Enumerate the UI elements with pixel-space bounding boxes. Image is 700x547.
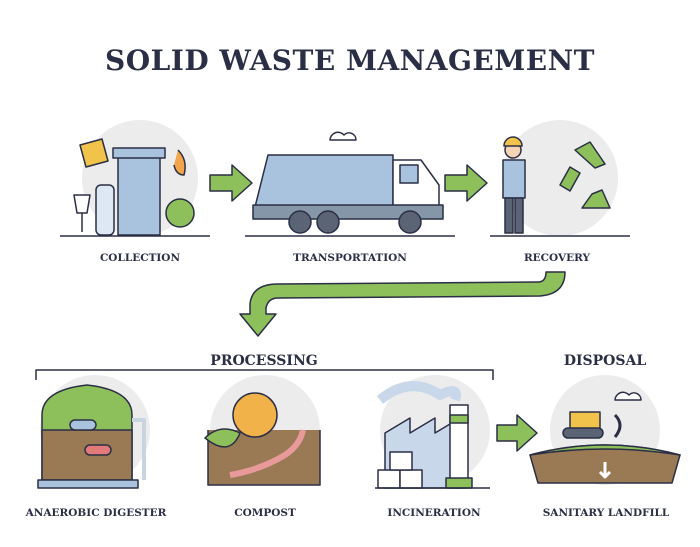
factory-chimney-icon — [375, 381, 490, 489]
digester-tank-icon — [37, 384, 146, 489]
recycle-bin-icon — [60, 138, 210, 237]
flow-arrows — [209, 164, 566, 452]
section-title-disposal: DISPOSAL — [557, 353, 653, 369]
step-label-anaerobic-digester: ANAEROBIC DIGESTER — [25, 507, 167, 519]
step-label-sanitary-landfill: SANITARY LANDFILL — [542, 507, 670, 519]
stage-label-transportation: TRANSPORTATION — [293, 252, 407, 264]
stage-label-collection: COLLECTION — [99, 252, 181, 264]
step-label-incineration: INCINERATION — [387, 507, 481, 519]
section-title-processing: PROCESSING — [204, 353, 324, 369]
compost-bin-icon — [204, 392, 321, 486]
landfill-bulldozer-icon — [529, 391, 681, 484]
page-title: SOLID WASTE MANAGEMENT — [104, 44, 596, 77]
worker-recycling-icon — [490, 136, 630, 237]
garbage-truck-icon — [245, 131, 455, 237]
step-label-compost: COMPOST — [234, 507, 296, 519]
stage-label-recovery: RECOVERY — [523, 252, 591, 264]
